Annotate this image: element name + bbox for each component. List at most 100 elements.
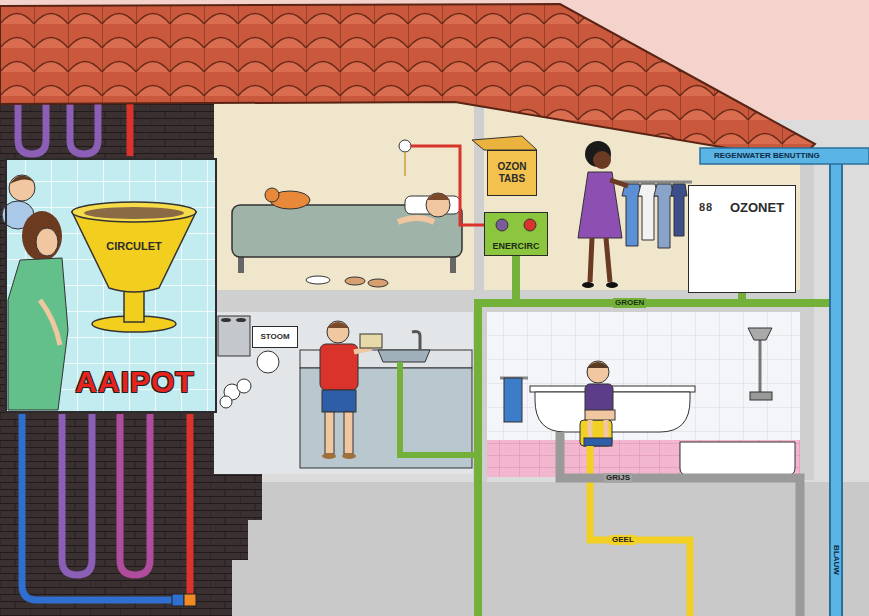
panel-scene-part xyxy=(10,175,35,184)
left-wall-part xyxy=(172,594,184,606)
bedroom-scene-part xyxy=(404,152,406,176)
pipes-part xyxy=(742,299,830,307)
bathroom-scene-part xyxy=(587,362,609,368)
pipe-label: GROEN xyxy=(613,298,646,308)
kitchen-scene-part xyxy=(257,351,279,373)
attic-scene-part xyxy=(606,238,610,282)
pipes-part xyxy=(560,432,800,616)
rooms-part xyxy=(474,100,484,300)
pipes-part xyxy=(590,446,690,616)
rooms-part xyxy=(212,474,262,616)
attic-scene-part xyxy=(606,282,618,288)
cup-body xyxy=(72,212,196,292)
panel-scene-part xyxy=(8,258,68,410)
bathroom-scene xyxy=(500,328,795,475)
kitchen-scene-part xyxy=(322,390,356,412)
bedroom-scene-part xyxy=(306,276,330,284)
left-wall-part xyxy=(22,414,176,600)
kitchen-scene-part xyxy=(327,321,349,343)
panel-scene xyxy=(2,158,217,413)
bedroom-scene-part xyxy=(426,193,450,217)
rooms-part xyxy=(214,312,473,474)
panel-scene-part xyxy=(22,211,62,261)
cup-rim xyxy=(72,202,196,222)
attic-scene-part xyxy=(590,238,592,282)
left-wall-part xyxy=(120,414,150,575)
kitchen-scene-part xyxy=(344,412,353,454)
left-wall-part xyxy=(184,594,196,606)
cup-outline xyxy=(69,200,199,335)
roof-part xyxy=(0,4,815,160)
attic-scene-part xyxy=(472,136,537,150)
attic-scene-part xyxy=(618,181,692,184)
rooms-part xyxy=(214,100,476,292)
pipe-label: GRIJS xyxy=(604,473,632,483)
attic-scene-part xyxy=(610,180,628,186)
attic-scene-part xyxy=(496,219,508,231)
left-wall-part xyxy=(127,98,134,156)
pipes-part xyxy=(700,148,869,164)
bathroom-scene-part xyxy=(580,420,612,446)
attic-scene xyxy=(472,136,692,288)
energy-unit: ENERCIRC xyxy=(484,212,548,256)
kitchen-scene-part xyxy=(327,322,349,328)
node-text: AAIPOT xyxy=(75,365,194,399)
bathroom-scene-part xyxy=(584,438,612,446)
kitchen-scene-part xyxy=(237,379,251,393)
pipe-label: BLAUW xyxy=(831,543,841,577)
bathroom-scene-part xyxy=(504,378,522,422)
panel-scene-part xyxy=(36,228,58,256)
kitchen-scene-part xyxy=(354,348,372,352)
node-text: OZON TABS xyxy=(491,161,533,185)
kitchen-scene-part xyxy=(236,318,246,322)
bedroom-scene-part xyxy=(399,140,411,152)
bedroom-scene-part xyxy=(427,193,450,200)
attic-scene-part xyxy=(484,212,548,256)
node-text: ENERCIRC xyxy=(492,241,539,252)
kitchen-scene-part xyxy=(221,318,231,322)
gutter-label: REGENWATER BENUTTING xyxy=(712,151,822,161)
kitchen-scene-part xyxy=(325,412,334,454)
kitchen-scene-part xyxy=(320,344,358,390)
product-panel: AAIPOT CIRCULET xyxy=(5,158,217,413)
panel-scene-part xyxy=(9,175,35,201)
rooms xyxy=(212,100,869,616)
bathroom-scene-part xyxy=(587,361,609,383)
node-text: CIRCULET xyxy=(106,240,162,253)
bathroom-scene-part xyxy=(750,392,772,400)
tablet-box: OZON TABS xyxy=(487,150,537,196)
bathroom-scene-part xyxy=(585,410,615,420)
bathroom-scene-part xyxy=(680,442,795,475)
node-text: OZONET xyxy=(730,200,784,215)
pipes-part xyxy=(829,164,843,616)
bedroom-scene-part xyxy=(411,146,494,225)
kitchen-scene-part xyxy=(360,334,382,348)
bathroom-scene-part xyxy=(748,328,772,340)
kitchen-scene-part xyxy=(220,396,232,408)
panel-scene-part xyxy=(40,300,60,345)
steam-device: STOOM xyxy=(252,326,298,348)
left-wall-part xyxy=(70,98,98,154)
left-wall-part xyxy=(18,98,46,154)
rooms-part xyxy=(487,312,800,477)
attic-scene-part xyxy=(582,282,594,288)
bedroom-scene xyxy=(232,140,494,287)
pipe-label: GEEL xyxy=(610,535,636,545)
bedroom-scene-part xyxy=(398,218,434,222)
kitchen-scene-part xyxy=(322,453,336,459)
display-digits: 88 xyxy=(697,201,715,214)
left-wall-part xyxy=(187,414,194,596)
bedroom-scene-part xyxy=(265,188,279,202)
kitchen-scene-part xyxy=(378,350,430,362)
rooms-part xyxy=(487,440,800,477)
kitchen-scene-part xyxy=(412,332,420,351)
rooms-part xyxy=(214,482,869,616)
attic-scene-part xyxy=(593,151,611,169)
bedroom-scene-part xyxy=(368,279,388,287)
kitchen-scene-part xyxy=(218,316,250,356)
roof xyxy=(0,4,815,160)
